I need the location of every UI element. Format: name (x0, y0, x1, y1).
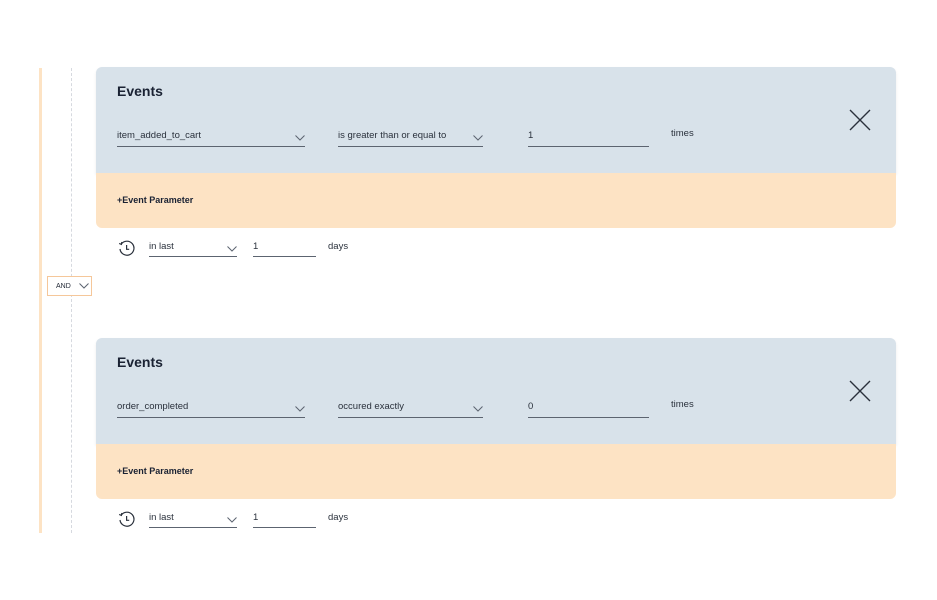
history-clock-icon (118, 240, 135, 256)
time-window-row: in last 1 days (96, 228, 896, 268)
operator-select-value: is greater than or equal to (338, 130, 447, 141)
add-event-parameter-button[interactable]: +Event Parameter (117, 195, 194, 205)
close-icon[interactable] (849, 380, 871, 402)
connector-line (71, 68, 72, 533)
chevron-down-icon (473, 135, 483, 141)
chevron-down-icon (295, 406, 305, 412)
chevron-down-icon (473, 406, 483, 412)
add-event-parameter-button[interactable]: +Event Parameter (117, 466, 194, 476)
events-title: Events (117, 354, 163, 370)
add-event-parameter-bar[interactable]: +Event Parameter (96, 173, 896, 228)
chevron-down-icon (295, 135, 305, 141)
condition-rail (39, 68, 42, 533)
event-select[interactable]: item_added_to_cart (117, 130, 305, 147)
chevron-down-icon (227, 517, 237, 523)
operator-select[interactable]: is greater than or equal to (338, 130, 483, 147)
add-event-parameter-bar[interactable]: +Event Parameter (96, 444, 896, 499)
operator-select-value: occured exactly (338, 401, 405, 412)
events-title: Events (117, 83, 163, 99)
and-operator-label: AND (56, 282, 71, 290)
time-value: 1 (253, 512, 259, 523)
count-input[interactable]: 0 (528, 401, 649, 418)
chevron-down-icon (227, 246, 237, 252)
chevron-down-icon (78, 283, 89, 289)
time-value: 1 (253, 241, 259, 252)
close-icon[interactable] (849, 109, 871, 131)
events-card: Events order_completed occured exactly 0… (96, 338, 896, 444)
count-input[interactable]: 1 (528, 130, 649, 147)
time-mode-select[interactable]: in last (149, 241, 237, 257)
event-select[interactable]: order_completed (117, 401, 305, 418)
times-label: times (671, 128, 694, 139)
event-select-value: item_added_to_cart (117, 130, 201, 141)
time-unit-label: days (328, 241, 349, 252)
time-unit-label: days (328, 512, 349, 523)
count-input-value: 1 (528, 130, 534, 141)
time-mode-value: in last (149, 512, 174, 523)
and-operator-dropdown[interactable]: AND (47, 276, 92, 296)
times-label: times (671, 399, 694, 410)
time-mode-select[interactable]: in last (149, 512, 237, 528)
events-card: Events item_added_to_cart is greater tha… (96, 67, 896, 173)
time-mode-value: in last (149, 241, 174, 252)
time-value-input[interactable]: 1 (253, 512, 316, 528)
operator-select[interactable]: occured exactly (338, 401, 483, 418)
event-condition-2: Events order_completed occured exactly 0… (96, 338, 896, 539)
event-condition-1: Events item_added_to_cart is greater tha… (96, 67, 896, 268)
count-input-value: 0 (528, 401, 534, 412)
event-select-value: order_completed (117, 401, 189, 412)
time-value-input[interactable]: 1 (253, 241, 316, 257)
time-window-row: in last 1 days (96, 499, 896, 539)
history-clock-icon (118, 511, 135, 527)
